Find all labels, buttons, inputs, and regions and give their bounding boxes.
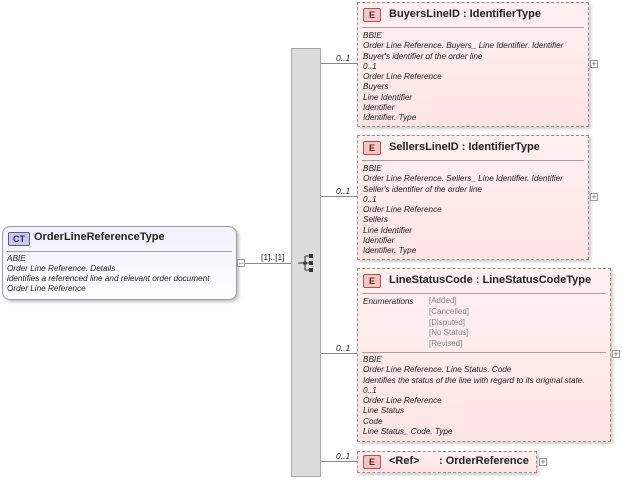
enumerations-label: Enumerations xyxy=(363,297,414,306)
annotation-line: 0..1 xyxy=(363,385,377,395)
element-multiplicity: 0..1 xyxy=(336,53,351,63)
complex-type-badge: CT xyxy=(8,232,30,246)
element-title: SellersLineID : IdentifierType xyxy=(389,141,540,153)
expand-icon[interactable]: + xyxy=(590,192,598,202)
annotation-line: Sellers xyxy=(363,215,389,225)
annotation-line: BBIE xyxy=(363,355,382,364)
annotation-line: Seller's identifier of the order line xyxy=(363,184,482,194)
annotation-line: Order Line Reference. Details xyxy=(7,264,116,273)
element-multiplicity: 0..1 xyxy=(336,343,351,353)
annotation-line: Identifier xyxy=(363,103,395,113)
element-badge: E xyxy=(363,141,381,155)
element-annotation: BBIE Order Line Reference. Buyers_ Line … xyxy=(363,31,563,124)
annotation-line: Order Line Reference. Buyers_ Line Ident… xyxy=(363,41,564,51)
complex-type-divider xyxy=(7,251,232,252)
annotation-line: Identifies the status of the line with r… xyxy=(363,375,585,385)
element-multiplicity: 0..1 xyxy=(336,186,351,196)
element-divider xyxy=(362,352,606,353)
element-badge: E xyxy=(363,8,381,22)
annotation-line: Buyers xyxy=(363,82,389,92)
element-annotation: BBIE Order Line Reference. Sellers_ Line… xyxy=(363,164,563,257)
annotation-line: Line Identifier xyxy=(363,225,413,235)
element-badge: E xyxy=(363,274,381,288)
element-title: : OrderReference xyxy=(439,455,529,467)
element-box-sellers-line-id[interactable]: E SellersLineID : IdentifierType BBIE Or… xyxy=(357,135,589,260)
element-box-buyers-line-id[interactable]: E BuyersLineID : IdentifierType BBIE Ord… xyxy=(357,2,589,127)
element-divider xyxy=(362,293,606,294)
connector-line xyxy=(321,461,357,462)
connector-line xyxy=(245,263,291,264)
element-ref-tag: <Ref> xyxy=(389,455,420,467)
sequence-cardinality: [1]..[1] xyxy=(261,252,285,262)
element-multiplicity: 0..1 xyxy=(336,451,351,461)
annotation-line: BBIE xyxy=(363,164,382,173)
connector-line xyxy=(321,196,357,197)
element-divider xyxy=(362,160,584,161)
element-annotation: BBIE Order Line Reference. Line Status. … xyxy=(363,355,585,437)
element-divider xyxy=(362,27,584,28)
element-box-order-reference[interactable]: E <Ref> : OrderReference xyxy=(357,451,537,473)
collapse-icon[interactable]: − xyxy=(237,258,245,268)
annotation-line: Identifier xyxy=(363,236,395,246)
enumeration-value: [Added] xyxy=(429,296,457,305)
enumeration-value: [Cancelled] xyxy=(429,306,470,316)
connector-line xyxy=(321,63,357,64)
annotation-line: Line Status xyxy=(363,406,404,416)
annotation-line: Code xyxy=(363,416,383,426)
annotation-line: Identifier. Type xyxy=(363,246,417,256)
annotation-line: ABIE xyxy=(7,254,26,263)
annotation-line: Order Line Reference xyxy=(363,72,442,82)
complex-type-box[interactable]: CT OrderLineReferenceType ABIE Order Lin… xyxy=(2,226,237,300)
annotation-line: Line Status_ Code. Type xyxy=(363,427,453,437)
annotation-line: BBIE xyxy=(363,31,382,40)
annotation-line: Order Line Reference xyxy=(7,284,86,293)
annotation-line: Order Line Reference xyxy=(363,205,442,215)
annotation-line: Line Identifier xyxy=(363,92,413,102)
element-box-line-status-code[interactable]: E LineStatusCode : LineStatusCodeType En… xyxy=(357,268,611,442)
annotation-line: Buyer's identifier of the order line xyxy=(363,51,483,61)
sequence-icon xyxy=(298,254,313,272)
annotation-line: identifies a referenced line and relevan… xyxy=(7,274,210,283)
expand-icon[interactable]: + xyxy=(539,457,547,467)
annotation-line: Identifier. Type xyxy=(363,113,417,123)
element-title: BuyersLineID : IdentifierType xyxy=(389,8,541,20)
complex-type-annotation: ABIE Order Line Reference. Details ident… xyxy=(7,254,235,294)
enumerations-list: [Added] [Cancelled] [Disputed] [No Statu… xyxy=(429,296,469,350)
expand-icon[interactable]: + xyxy=(590,59,598,69)
enumeration-value: [No Status] xyxy=(429,328,469,338)
element-title: LineStatusCode : LineStatusCodeType xyxy=(389,274,592,286)
annotation-line: 0..1 xyxy=(363,61,377,71)
connector-line xyxy=(321,353,357,354)
expand-icon[interactable]: + xyxy=(612,349,620,359)
enumeration-value: [Disputed] xyxy=(429,317,466,327)
annotation-line: Order Line Reference xyxy=(363,396,442,406)
complex-type-name: OrderLineReferenceType xyxy=(34,231,165,243)
enumeration-value: [Revised] xyxy=(429,339,463,349)
element-badge: E xyxy=(363,455,381,469)
annotation-line: Order Line Reference. Line Status. Code xyxy=(363,365,512,375)
annotation-line: Order Line Reference. Sellers_ Line Iden… xyxy=(363,174,563,184)
annotation-line: 0..1 xyxy=(363,194,377,204)
